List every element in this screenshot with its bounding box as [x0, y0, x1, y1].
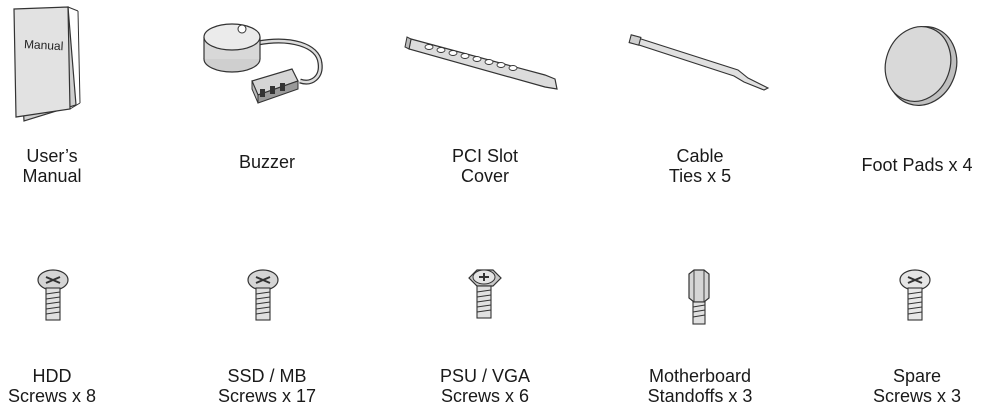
hdd-screw-icon [37, 269, 69, 321]
motherboard-standoff-icon [688, 269, 710, 325]
label-motherboard-standoffs: Motherboard Standoffs x 3 [647, 366, 753, 406]
label-foot-pads: Foot Pads x 4 [861, 155, 973, 175]
label-pci-slot-cover: PCI Slot Cover [451, 146, 519, 186]
label-buzzer: Buzzer [238, 152, 296, 172]
manual-cover-text: Manual [24, 37, 64, 53]
manual-booklet-icon: Manual [13, 6, 81, 122]
label-hdd-screws: HDD Screws x 8 [7, 366, 97, 406]
label-cable-ties: Cable Ties x 5 [668, 146, 732, 186]
psu-hex-screw-icon [468, 269, 502, 319]
cable-tie-icon [628, 34, 770, 91]
label-users-manual: User’s Manual [22, 146, 82, 186]
ssd-screw-icon [247, 269, 279, 321]
foot-pad-icon [884, 26, 958, 106]
pci-slot-cover-icon [404, 36, 558, 90]
label-ssd-mb-screws: SSD / MB Screws x 17 [217, 366, 317, 406]
spare-screw-icon [899, 269, 931, 321]
buzzer-icon [203, 23, 323, 104]
label-psu-vga-screws: PSU / VGA Screws x 6 [439, 366, 531, 406]
label-spare-screws: Spare Screws x 3 [872, 366, 962, 406]
